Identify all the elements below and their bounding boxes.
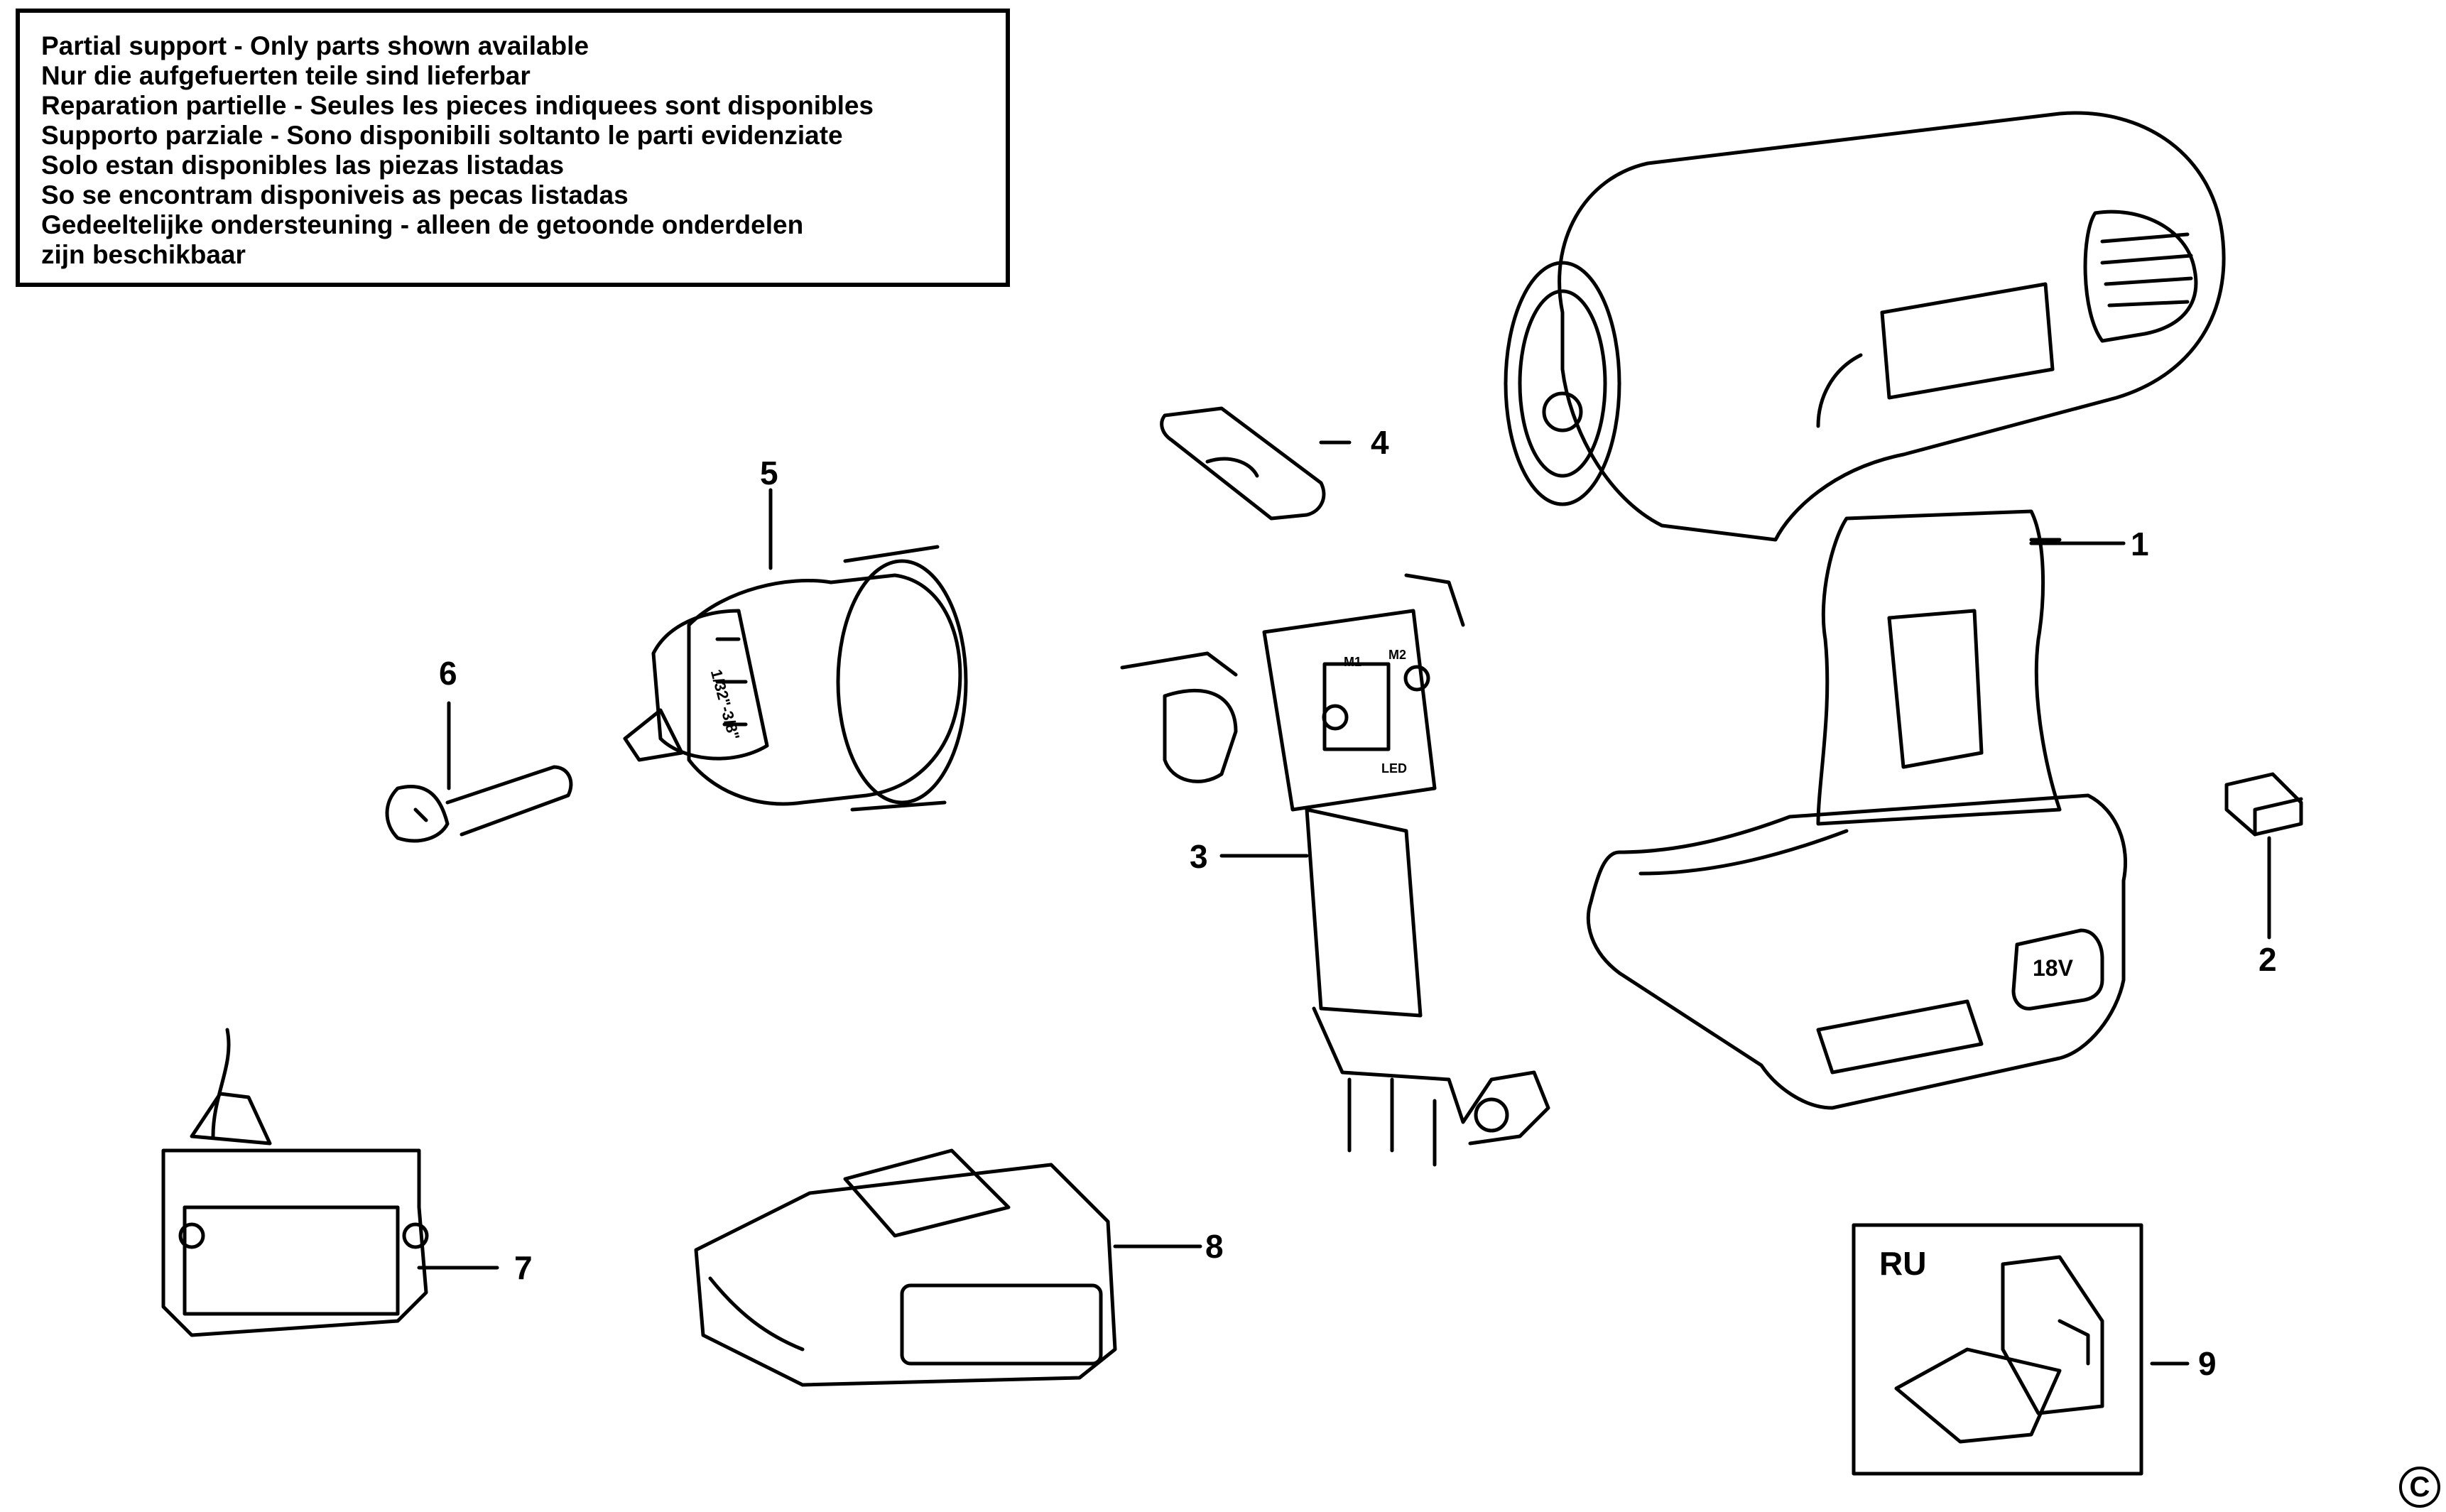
notice-line: So se encontram disponiveis as pecas lis… bbox=[41, 180, 629, 210]
variant-label: RU bbox=[1879, 1245, 1927, 1282]
callout-7: 7 bbox=[514, 1249, 533, 1286]
charger-part-7 bbox=[161, 1028, 499, 1337]
callout-9: 9 bbox=[2198, 1345, 2217, 1382]
callout-6: 6 bbox=[439, 655, 457, 692]
drill-body-part-1 bbox=[1504, 111, 2226, 1110]
switch-assembly-part-3 bbox=[1120, 573, 1550, 1167]
notice-line: Partial support - Only parts shown avail… bbox=[41, 31, 589, 60]
variant-box-part-9 bbox=[1852, 1223, 2190, 1476]
notice-line: Gedeeltelijke ondersteuning - alleen de … bbox=[41, 210, 804, 239]
notice-line: Supporto parziale - Sono disponibili sol… bbox=[41, 121, 843, 150]
clip-part-2 bbox=[2224, 772, 2303, 940]
notice-line: Reparation partielle - Seules les pieces… bbox=[41, 91, 874, 120]
notice-line: zijn beschikbaar bbox=[41, 240, 246, 269]
m1-marking: M1 bbox=[1344, 655, 1362, 669]
callout-1: 1 bbox=[2131, 526, 2149, 562]
callout-2: 2 bbox=[2259, 941, 2277, 978]
voltage-marking: 18V bbox=[2033, 955, 2073, 981]
callout-3: 3 bbox=[1190, 838, 1208, 875]
screw-part-6 bbox=[385, 701, 573, 843]
m2-marking: M2 bbox=[1388, 648, 1407, 662]
callout-4: 4 bbox=[1371, 424, 1389, 461]
callout-5: 5 bbox=[760, 455, 778, 491]
key-part-4 bbox=[1160, 406, 1352, 521]
battery-part-8 bbox=[694, 1148, 1202, 1387]
led-marking: LED bbox=[1381, 761, 1407, 776]
callout-8: 8 bbox=[1205, 1228, 1224, 1265]
notice-line: Solo estan disponibles las piezas listad… bbox=[41, 151, 565, 180]
notice-line: Nur die aufgefuerten teile sind lieferba… bbox=[41, 61, 531, 90]
copyright-symbol: C bbox=[2399, 1467, 2440, 1508]
partial-support-notice: Partial support - Only parts shown avail… bbox=[16, 9, 1010, 287]
chuck-part-5 bbox=[623, 488, 968, 812]
